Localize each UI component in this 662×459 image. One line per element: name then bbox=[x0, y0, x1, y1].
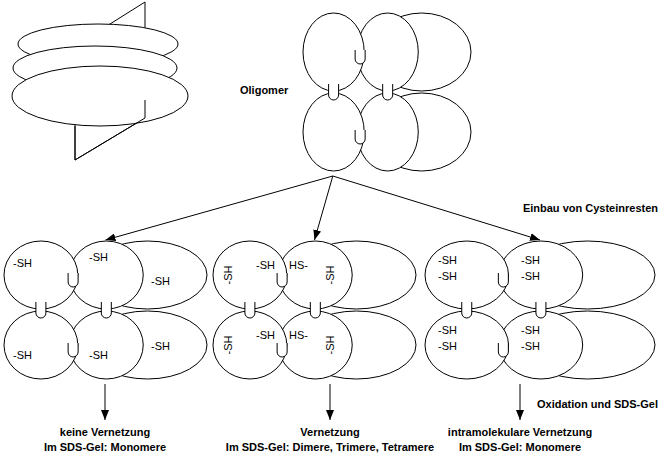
subunit-face bbox=[213, 241, 287, 309]
contact-knob bbox=[383, 84, 393, 100]
tetramer-outline bbox=[212, 240, 417, 380]
thiol-group: -SH bbox=[89, 251, 108, 264]
caption-label: Im SDS-Gel: Dimere, Trimere, Tetramere bbox=[226, 441, 434, 454]
contact-knob bbox=[355, 50, 365, 64]
thiol-group: -SH bbox=[256, 329, 275, 342]
subunit-face bbox=[4, 241, 78, 309]
contact-knob bbox=[329, 84, 339, 100]
thiol-group: -SH bbox=[324, 266, 337, 285]
thiol-group: -SH bbox=[89, 349, 108, 362]
contact-knob bbox=[462, 302, 472, 318]
thiol-group: -SH bbox=[256, 259, 275, 272]
tetramer-drawing bbox=[4, 241, 207, 379]
thiol-group: -SH bbox=[521, 270, 540, 283]
contact-knob bbox=[277, 273, 287, 287]
thiol-group: -SH bbox=[222, 266, 235, 285]
contact-knob bbox=[277, 343, 287, 357]
subunit-face bbox=[278, 311, 352, 379]
tetramer-outline bbox=[424, 240, 656, 380]
symmetry-figure bbox=[12, 2, 188, 160]
thiol-group: -SH bbox=[521, 324, 540, 337]
tetramer-drawing bbox=[213, 241, 416, 379]
contact-knob bbox=[101, 302, 111, 318]
subunit-face bbox=[499, 311, 583, 379]
thiol-group: -SH bbox=[521, 340, 540, 353]
result-arrow bbox=[105, 384, 106, 420]
thiol-group: HS- bbox=[289, 329, 308, 342]
result-arrows bbox=[105, 384, 520, 420]
contact-knob bbox=[245, 302, 255, 318]
thiol-group: -SH bbox=[151, 275, 170, 288]
thiol-group: -SH bbox=[438, 270, 457, 283]
oligomer-node: -SH -SH -SH -SH -SH -SH -SH -SH bbox=[424, 240, 656, 380]
contact-knob bbox=[68, 343, 78, 357]
thiol-group: -SH bbox=[222, 336, 235, 355]
thiol-group: -SH bbox=[521, 254, 540, 267]
thiol-group: HS- bbox=[289, 259, 308, 272]
subunit-face bbox=[499, 241, 583, 309]
result-arrow bbox=[330, 384, 331, 420]
node-heading: Oligomer bbox=[240, 84, 288, 97]
thiol-group: -SH bbox=[324, 336, 337, 355]
contact-knob bbox=[355, 130, 365, 144]
subunit-face bbox=[357, 13, 418, 91]
subunit-face bbox=[4, 311, 78, 379]
mirror-plane-lower bbox=[75, 100, 145, 160]
subunit-face bbox=[303, 93, 364, 171]
subunit-face bbox=[69, 311, 143, 379]
caption-label: keine Vernetzung bbox=[60, 426, 150, 439]
tetramer-drawing bbox=[425, 241, 655, 379]
caption-label: Im SDS-Gel: Monomere bbox=[44, 441, 166, 454]
thiol-group: -SH bbox=[438, 254, 457, 267]
caption-label: Im SDS-Gel: Monomere bbox=[459, 441, 581, 454]
thiol-group: -SH bbox=[151, 340, 170, 353]
subunit-face bbox=[303, 13, 364, 91]
subunit-face bbox=[69, 241, 143, 309]
subunit-face bbox=[213, 311, 287, 379]
thiol-group: -SH bbox=[13, 349, 32, 362]
caption-label: Oxidation und SDS-Gel bbox=[537, 398, 658, 411]
contact-knob bbox=[498, 343, 508, 357]
contact-knob bbox=[36, 302, 46, 318]
branch-arrow bbox=[333, 176, 540, 240]
branch-arrow bbox=[106, 176, 333, 240]
thiol-group: -SH bbox=[438, 324, 457, 337]
contact-knob bbox=[498, 273, 508, 287]
thiol-group: -SH bbox=[13, 257, 32, 270]
branch-arrow bbox=[315, 176, 333, 240]
caption-label: intramolekulare Vernetzung bbox=[448, 426, 592, 439]
caption-label: Vernetzung bbox=[300, 426, 359, 439]
caption-label: Einbau von Cysteinresten bbox=[523, 202, 658, 215]
contact-knob bbox=[310, 302, 320, 318]
oligomer-node: -SH -SH HS- -SH -SH -SH HS- -SH bbox=[212, 240, 417, 380]
subunit-face bbox=[357, 93, 418, 171]
tetramer-drawing bbox=[303, 13, 471, 171]
contact-knob bbox=[68, 273, 78, 287]
thiol-group: -SH bbox=[438, 340, 457, 353]
subunit-face bbox=[278, 241, 352, 309]
subunit-face bbox=[425, 241, 509, 309]
ring-front bbox=[12, 66, 188, 126]
subunit-face bbox=[425, 311, 509, 379]
contact-knob bbox=[536, 302, 546, 318]
oligomer-node: -SH -SH -SH -SH -SH -SH bbox=[3, 240, 208, 380]
oligomer-node: Oligomer bbox=[240, 8, 472, 176]
result-arrow bbox=[520, 384, 521, 420]
